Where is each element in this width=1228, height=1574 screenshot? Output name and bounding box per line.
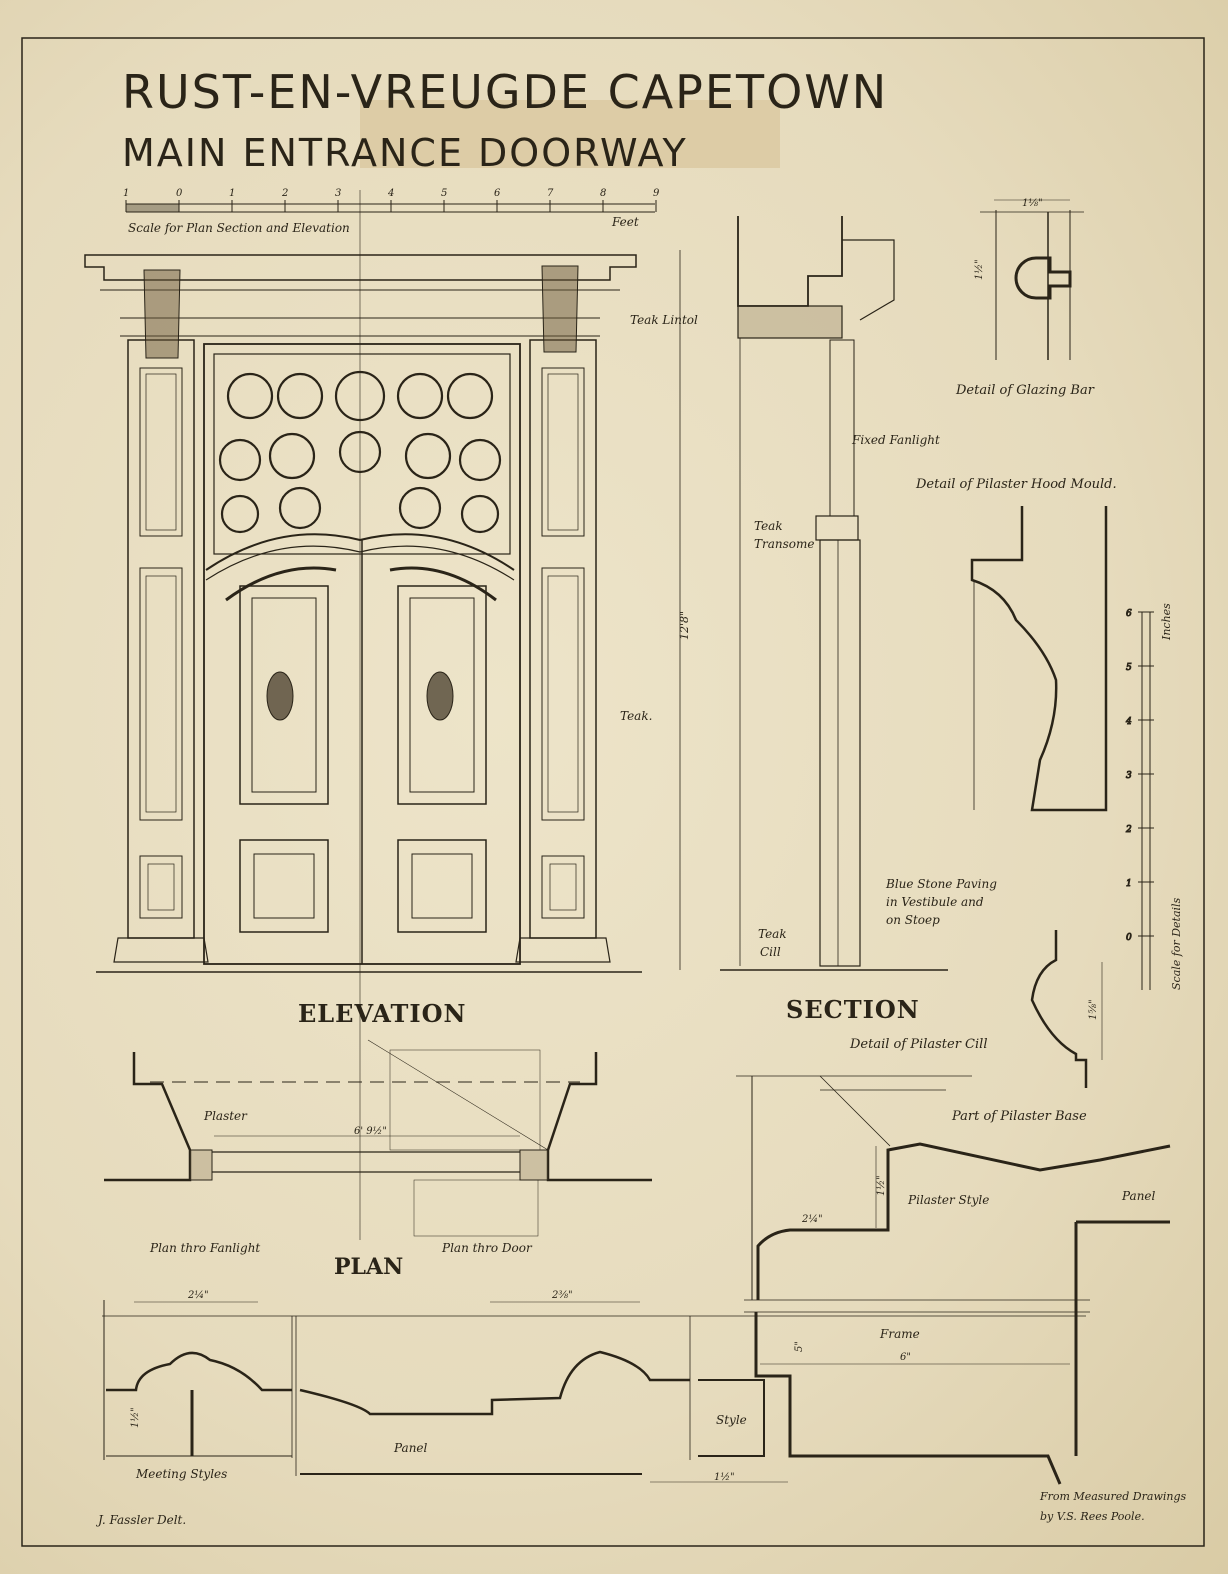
section-heading: SECTION xyxy=(786,995,920,1024)
label-pilaster-style: Pilaster Style xyxy=(907,1193,989,1207)
scale-caption: Scale for Plan Section and Elevation xyxy=(128,221,350,235)
label-plan-door: Plan thro Door xyxy=(441,1241,533,1255)
section-drawing xyxy=(720,216,948,971)
pilaster-base-detail xyxy=(736,1075,1171,1485)
scale-tick-label: 1 xyxy=(123,188,129,199)
dim-pilaster-base: 2¼" xyxy=(801,1214,823,1225)
scale-tick-label: 3 xyxy=(335,188,341,199)
details-scale-unit: Inches xyxy=(1160,603,1173,641)
scale-tick-label: 9 xyxy=(653,188,660,199)
glazing-bar-detail xyxy=(980,199,1084,360)
dim-pilaster-height: 1½" xyxy=(876,1175,887,1196)
meeting-styles-detail xyxy=(102,1300,1086,1483)
label-plan-fanlight: Plan thro Fanlight xyxy=(149,1241,260,1255)
scale-tick-label: 7 xyxy=(547,188,554,199)
label-teak: Teak. xyxy=(620,709,652,723)
title-line-1: RUST-EN-VREUGDE CAPETOWN xyxy=(122,65,888,119)
glazing-dim-height: 1½" xyxy=(974,259,985,280)
label-style: Style xyxy=(716,1413,747,1427)
label-teak-lintol: Teak Lintol xyxy=(630,313,698,327)
sheet-border xyxy=(21,37,1205,1547)
label-paving-1: Blue Stone Paving xyxy=(885,877,997,891)
label-meeting-styles: Meeting Styles xyxy=(135,1467,227,1481)
source-credit-2: by V.S. Rees Poole. xyxy=(1040,1510,1145,1523)
title-line-2: MAIN ENTRANCE DOORWAY xyxy=(122,131,688,175)
plan-heading: PLAN xyxy=(334,1254,403,1280)
label-plaster: Plaster xyxy=(203,1109,248,1123)
scale-tick-label: 6 xyxy=(494,188,501,199)
label-frame: Frame xyxy=(879,1327,920,1341)
label-teak-transome-1: Teak xyxy=(754,519,783,533)
scale-tick-label: 4 xyxy=(387,188,394,199)
scale-tick-label: 8 xyxy=(600,188,606,199)
elevation-heading: ELEVATION xyxy=(298,999,466,1028)
label-teak-cill-1: Teak xyxy=(758,927,787,941)
pilaster-base-caption: Part of Pilaster Base xyxy=(951,1109,1087,1124)
detail-scale-tick-label: 4 xyxy=(1125,717,1132,727)
label-teak-transome-2: Transome xyxy=(754,537,815,551)
source-credit-1: From Measured Drawings xyxy=(1039,1490,1187,1503)
label-paving-2: in Vestibule and xyxy=(886,895,984,909)
main-scale-bar: 1 0 1 2 3 4 5 6 7 8 9 Scale for Plan Section and E… xyxy=(123,188,660,235)
detail-scale-tick-label: 0 xyxy=(1126,933,1132,943)
scale-tick-label: 2 xyxy=(281,188,288,199)
elevation-drawing xyxy=(84,190,681,1240)
tape-stain xyxy=(360,100,780,168)
glazing-dim-width: 1⅛" xyxy=(1022,198,1043,209)
scale-unit: Feet xyxy=(611,215,639,229)
glazing-bar-caption: Detail of Glazing Bar xyxy=(955,383,1095,398)
detail-scale-tick-label: 1 xyxy=(1126,879,1132,889)
label-paving-3: on Stoep xyxy=(886,913,940,927)
hood-mould-profile xyxy=(970,506,1108,812)
pilaster-cill-caption: Detail of Pilaster Cill xyxy=(849,1037,987,1052)
plan-width-dim: 6' 9½" xyxy=(354,1126,387,1137)
hood-mould-caption: Detail of Pilaster Hood Mould. xyxy=(915,477,1117,492)
details-scale-caption: Scale for Details xyxy=(1170,897,1183,990)
dim-meeting-left: 2¼" xyxy=(187,1290,209,1301)
height-dimension: 12'8" xyxy=(678,611,691,640)
label-panel-bottom: Panel xyxy=(393,1441,428,1455)
dim-meeting-bottom: 1½" xyxy=(714,1472,735,1483)
label-teak-cill-2: Cill xyxy=(760,945,781,959)
scale-tick-label: 5 xyxy=(441,188,447,199)
dim-frame-width: 6" xyxy=(900,1352,911,1363)
label-fixed-fanlight: Fixed Fanlight xyxy=(851,433,940,447)
pilaster-cill-dim: 1⅝" xyxy=(1088,999,1099,1020)
dim-meeting-mid: 2⅜" xyxy=(551,1290,573,1301)
scale-tick-label: 1 xyxy=(229,188,235,199)
scale-tick-label: 0 xyxy=(176,188,183,199)
plan-drawing xyxy=(104,1039,652,1237)
dim-meeting-small: 1½" xyxy=(130,1407,141,1428)
detail-scale-tick-label: 3 xyxy=(1126,771,1132,781)
details-scale-bar: 0 1 2 3 4 5 6 xyxy=(1125,609,1154,990)
label-panel-right: Panel xyxy=(1121,1189,1156,1203)
detail-scale-tick-label: 5 xyxy=(1126,663,1132,673)
delineator-credit: J. Fassler Delt. xyxy=(95,1513,186,1527)
detail-scale-tick-label: 2 xyxy=(1125,825,1132,835)
pilaster-cill-profile xyxy=(1030,930,1088,1088)
detail-scale-tick-label: 6 xyxy=(1126,609,1132,619)
dim-frame-depth: 5" xyxy=(794,1341,805,1352)
